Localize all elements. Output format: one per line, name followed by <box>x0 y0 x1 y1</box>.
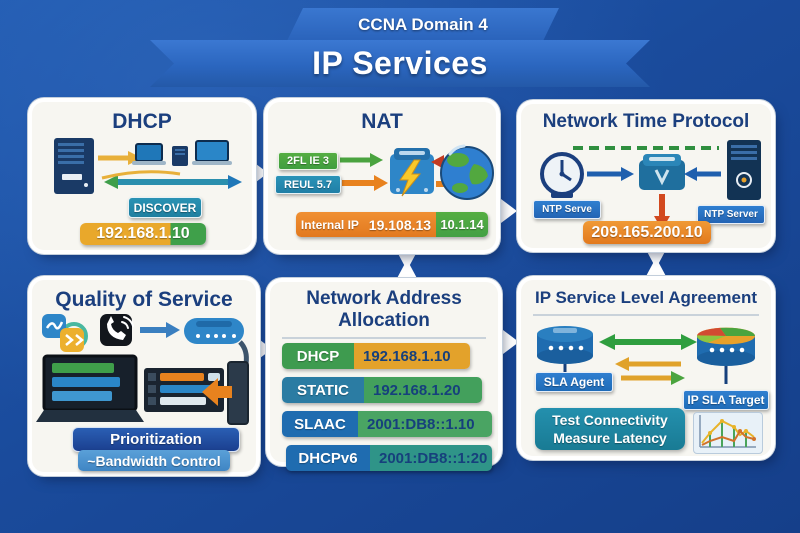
nat-outside-badge: REUL 5.7 <box>275 175 341 194</box>
nat-translation-bar: Internal IP 19.108.13 10.1.14 <box>296 212 488 237</box>
panel-ntp: Network Time Protocol <box>521 104 771 248</box>
dhcp-discover-badge: DISCOVER <box>128 197 202 218</box>
arrow-left-icon <box>615 357 681 371</box>
ntp-illustration <box>540 140 761 230</box>
naa-row-static: STATIC 192.168.1.20 <box>282 377 482 403</box>
arrow-left-icon <box>684 167 721 181</box>
nat-router-icon <box>390 148 434 197</box>
switch-queues-icon <box>144 368 224 412</box>
sla-agent-badge: SLA Agent <box>535 372 613 392</box>
ntp-title: Network Time Protocol <box>542 111 750 132</box>
voip-phone-icon <box>100 314 134 346</box>
double-arrow-icon <box>599 334 697 350</box>
naa-row-dhcp: DHCP 192.168.1.10 <box>282 343 470 369</box>
ipsla-title: IP Service Level Agreement <box>534 288 758 307</box>
dhcp-illustration <box>54 138 242 194</box>
divider <box>533 314 759 316</box>
panel-naa: Network Address Allocation DHCP 192.168.… <box>270 282 498 471</box>
divider <box>282 337 486 339</box>
cable-line <box>238 340 249 365</box>
lightning-icon <box>399 159 422 197</box>
ipsla-illustration <box>537 326 755 385</box>
qos-router-icon <box>184 318 249 365</box>
sla-target-router-icon <box>696 327 755 384</box>
globe-icon <box>440 144 494 200</box>
qos-title: Quality of Service <box>55 288 233 311</box>
desktop-icon <box>172 146 188 166</box>
connector-vertical-icon <box>395 248 419 282</box>
double-arrow-icon <box>101 170 242 189</box>
qos-illustration <box>36 314 249 425</box>
nat-inside-badge: 2FL IE 3 <box>278 152 338 170</box>
panel-dhcp: DHCP <box>32 102 252 250</box>
panel-qos: Quality of Service <box>32 280 256 472</box>
banner-tag: CCNA Domain 4 <box>287 8 559 41</box>
arrow-right-icon <box>587 167 634 181</box>
laptop-icon <box>192 140 232 165</box>
nat-external-segment: 10.1.14 <box>436 212 488 237</box>
server-icon <box>54 138 94 194</box>
page-title: IP Services <box>312 45 488 81</box>
media-app-icon <box>42 314 66 338</box>
sla-agent-router-icon <box>537 326 593 372</box>
nat-title: NAT <box>361 110 403 133</box>
arrow-right-icon <box>340 153 383 167</box>
ntp-ip-badge: 209.165.200.10 <box>583 221 711 244</box>
arrow-right-icon <box>342 175 388 191</box>
nat-illustration <box>340 144 494 200</box>
ntp-server-badge: NTP Server <box>697 205 765 224</box>
banner-title-ribbon: IP Services <box>150 40 650 87</box>
laptop-icon <box>132 143 166 165</box>
dhcp-title: DHCP <box>112 110 172 133</box>
ntp-router-icon <box>639 154 685 190</box>
ntp-server-icon <box>727 140 761 200</box>
sla-action-box: Test Connectivity Measure Latency <box>535 408 685 450</box>
connector-arrow-right-icon <box>499 327 519 357</box>
laptop-queues-icon <box>36 354 144 422</box>
nat-internal-segment: Internal IP 19.108.13 <box>296 212 436 237</box>
latency-chart-icon <box>693 412 763 454</box>
naa-title: Network Address Allocation <box>306 288 462 331</box>
connector-vertical-icon <box>644 246 668 280</box>
data-app-icon <box>60 328 84 352</box>
arrow-right-icon <box>621 371 685 385</box>
naa-row-dhcpv6: DHCPv6 2001:DB8::1:20 <box>286 445 492 471</box>
panel-ipsla: IP Service Level Agreement <box>521 280 771 456</box>
arrow-left-icon <box>202 378 232 406</box>
ntp-clock-badge: NTP Serve <box>533 200 601 219</box>
panel-nat: NAT <box>268 102 496 250</box>
banner-tag-label: CCNA Domain 4 <box>358 14 488 34</box>
naa-row-slaac: SLAAC 2001:DB8::1.10 <box>282 411 492 437</box>
qos-bandwidth-badge: ~Bandwidth Control <box>78 450 230 471</box>
sla-target-badge: IP SLA Target <box>683 390 769 410</box>
arrow-right-icon <box>140 322 180 338</box>
connector-arrow-right-icon <box>497 196 517 226</box>
qos-prioritization-badge: Prioritization <box>72 427 240 452</box>
dhcp-ip-badge: 192.168.1.10 <box>80 223 206 245</box>
clock-icon <box>540 152 584 198</box>
